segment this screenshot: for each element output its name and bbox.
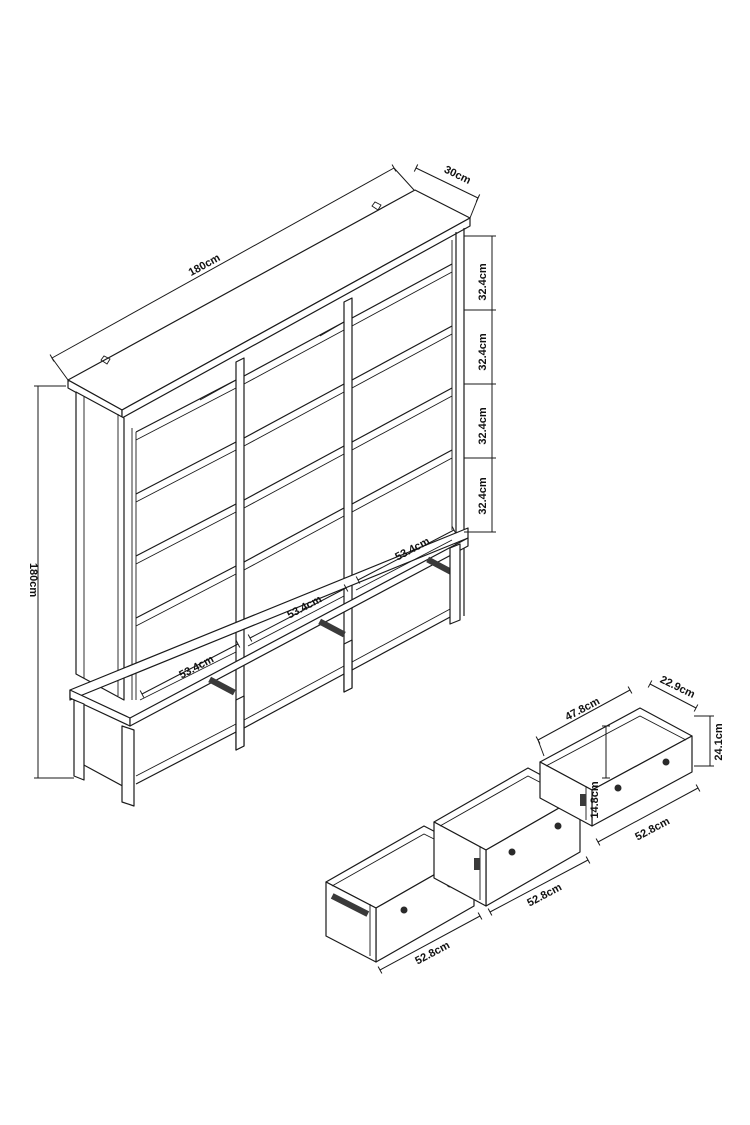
width-label: 180cm [187, 252, 223, 279]
drawer-3 [539, 707, 693, 827]
drawer-3-latch [580, 794, 586, 806]
drawer-width-label: 47.8cm [563, 695, 602, 723]
bookcase [67, 189, 471, 807]
shelf-height-label-4: 32.4cm [477, 477, 489, 515]
drawer-3-knob-right [662, 758, 670, 766]
drawer-1-runner [330, 893, 370, 917]
drawer-dimension-lines [377, 680, 714, 974]
drawer-2-latch [474, 858, 480, 870]
bookcase-dimension-lines [34, 164, 496, 779]
depth-label: 30cm [442, 164, 473, 187]
runner-1 [208, 676, 236, 696]
drawer-inner-height-label: 14.8cm [589, 781, 601, 819]
leg-mid-1 [235, 695, 245, 751]
drawer-height-label: 24.1cm [713, 723, 725, 761]
drawer-3-knob-left [614, 784, 622, 792]
drawer-depth-label: 22.9cm [658, 674, 697, 701]
divider-1 [235, 357, 245, 751]
leg-front-right [449, 543, 461, 625]
drawer-1-knob-left [400, 906, 408, 914]
runner-2 [318, 618, 346, 638]
drawer-2-knob-left [508, 848, 516, 856]
left-side-panel [75, 391, 125, 701]
drawer-outer-width-label-1: 52.8cm [413, 939, 452, 967]
leg-mid-2 [343, 639, 353, 693]
top-board [67, 189, 471, 411]
shelf-height-label-2: 32.4cm [477, 333, 489, 371]
shelf-height-label-1: 32.4cm [477, 263, 489, 301]
drawer-2-knob-right [554, 822, 562, 830]
leg-front-left [121, 725, 135, 807]
drawer-outer-width-label-2: 52.8cm [525, 881, 564, 909]
height-label: 180cm [27, 563, 39, 597]
shelf-height-label-3: 32.4cm [477, 407, 489, 445]
leg-back-left [73, 699, 85, 781]
